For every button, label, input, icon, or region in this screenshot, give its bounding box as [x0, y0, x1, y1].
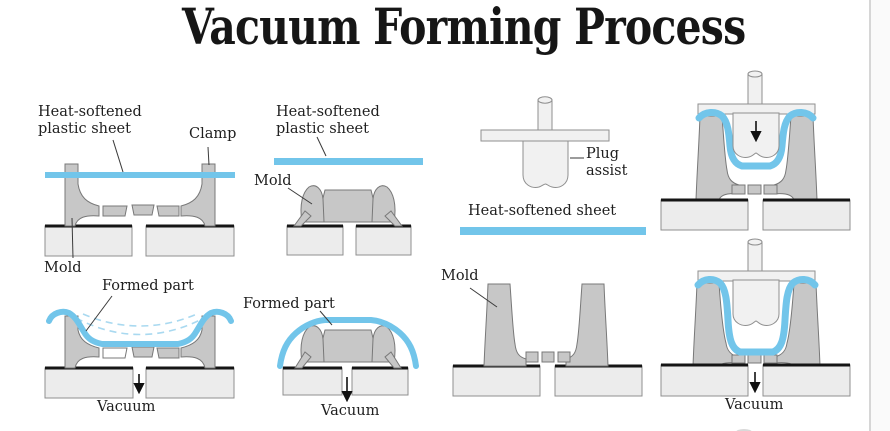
stage1-mold-left-wall	[64, 163, 100, 227]
stage3-sheet-label: Heat-softened plastic sheet	[276, 104, 380, 137]
stage7-plug-rod	[747, 73, 763, 105]
stage5-plug-assist-label: Plug assist	[586, 146, 628, 179]
stage4-base-right	[351, 367, 409, 396]
stage8-plug-body	[732, 279, 780, 326]
stage6-base-right	[554, 365, 643, 397]
stage7-plug-rod-top	[747, 70, 763, 78]
stage2-sheet-intermediate-dashed	[82, 313, 198, 327]
stage2-formed-part-leader-line	[85, 295, 113, 332]
stage6-mold-segment	[541, 351, 555, 363]
stage2-sheet-intermediate-dashed	[75, 317, 205, 336]
stage1-mold-segment	[131, 204, 155, 216]
stage5-sheet-label: Heat-softened sheet	[468, 203, 617, 219]
stage2-vacuum-label: Vacuum	[97, 399, 156, 415]
stage3-base-left	[286, 225, 344, 256]
stage8-base-left	[660, 364, 749, 397]
stage8-mold-segment	[763, 354, 778, 364]
stage5-plug-assist	[460, 96, 646, 235]
stage6-mold-label: Mold	[441, 268, 479, 284]
stage6-mold-left-pillar	[483, 283, 527, 367]
stage8-plug-rod	[747, 241, 763, 272]
stage1-clamp-leader-line	[207, 146, 210, 166]
stage1-clamp-label: Clamp	[189, 126, 237, 142]
stage5-plug-rod-top	[537, 96, 553, 104]
stage3-mold-left-foot	[293, 210, 312, 227]
stage3-mold-label: Mold	[254, 173, 292, 189]
stage1-base-right	[145, 225, 235, 257]
stage3-mold-right-foot	[384, 210, 403, 227]
stage6-mold-right-pillar	[565, 283, 609, 367]
stage8-formed-sheet	[694, 276, 819, 356]
stage7-base-left	[660, 199, 749, 231]
stage7-base-right	[762, 199, 851, 231]
stage2-mold-left-wall	[64, 315, 100, 369]
stage1-mold-leader-line	[71, 217, 74, 259]
stage3-mold-leader-line	[287, 187, 313, 205]
stage1-mold-segment	[102, 205, 128, 217]
stage7-mold-segment	[747, 184, 762, 195]
stage8-formed-with-vacuum	[660, 238, 851, 397]
stage8-base-right	[762, 364, 851, 397]
stage4-mold-center	[316, 329, 380, 363]
stage4-formed-part	[277, 310, 419, 403]
stage7-draping-sheet	[695, 109, 817, 170]
stage6-mold-segment	[525, 351, 539, 363]
stage2-mold-segment	[102, 347, 128, 359]
stage1-sheet-label: Heat-softened plastic sheet	[38, 104, 142, 137]
stage7-plug-descending	[660, 70, 851, 231]
stage5-plug-plate	[480, 129, 610, 142]
stage3-plastic-sheet	[274, 158, 423, 165]
stage8-mold-segment	[731, 354, 746, 364]
stage1-plastic-sheet	[45, 172, 235, 178]
stage4-formed-part-label: Formed part	[243, 296, 335, 312]
stage2-base-left	[44, 367, 134, 399]
stage3-sheet-leader-line	[316, 136, 327, 157]
stage2-formed-sheet	[46, 308, 234, 347]
stage4-mold-right-foot	[384, 351, 402, 369]
stage4-formed-sheet	[277, 317, 419, 369]
stage2-mold-segment	[131, 346, 155, 358]
stage2-base-right	[145, 367, 235, 399]
page-gutter	[871, 0, 890, 431]
stage2-vacuum-forming	[44, 295, 235, 399]
stage2-mold-segment	[156, 347, 180, 359]
page-title: Vacuum Forming Process	[182, 0, 746, 56]
stage6-deep-mold	[452, 283, 643, 397]
stage4-mold-left-foot	[294, 351, 312, 369]
stage1-clamped-sheet	[44, 139, 235, 259]
stage3-mold-center	[316, 189, 380, 223]
stage8-mold-segment	[747, 354, 762, 364]
stage8-vacuum-label: Vacuum	[725, 397, 784, 413]
stage5-heat-softened-sheet	[460, 227, 646, 235]
stage1-base-left	[44, 225, 133, 257]
stage3-base-right	[355, 225, 412, 256]
stage5-plug-body	[522, 140, 569, 188]
stage6-mold-segment	[557, 351, 571, 363]
stage1-mold-right-wall	[180, 163, 216, 227]
stage5-plug-rod	[537, 99, 553, 132]
stage8-plug-rod-top	[747, 238, 763, 246]
stage3-sheet-over-male-mold	[274, 136, 423, 256]
stage2-mold-right-wall	[180, 315, 216, 369]
stage4-base-left	[282, 367, 343, 396]
stage4-formed-part-leader-line	[319, 310, 333, 326]
stage6-mold-leader-line	[469, 287, 498, 308]
stage2-formed-part-label: Formed part	[102, 278, 194, 294]
stage7-mold-segment	[731, 184, 746, 195]
stage1-mold-segment	[156, 205, 180, 217]
stage6-base-left	[452, 365, 541, 397]
stage4-vacuum-label: Vacuum	[321, 403, 380, 419]
stage1-mold-label: Mold	[44, 260, 82, 276]
stage7-mold-segment	[763, 184, 778, 195]
stage1-sheet-leader-line	[112, 139, 124, 173]
